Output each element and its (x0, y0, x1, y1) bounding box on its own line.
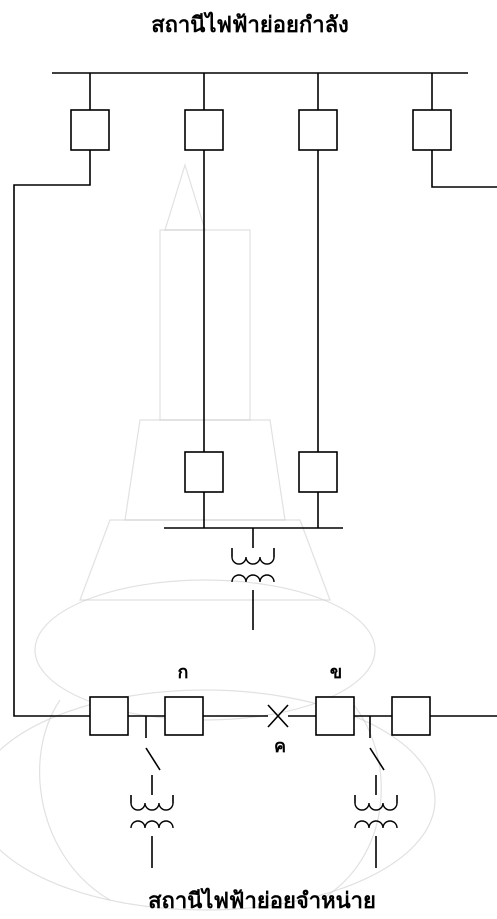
breaker-k (164, 696, 204, 736)
watermark-emblem (0, 162, 436, 911)
breaker-top-2 (184, 109, 224, 151)
breaker-top-1 (70, 109, 110, 151)
breaker-bottom-1 (89, 696, 129, 736)
feeder-4-line (431, 150, 497, 188)
switch-left (145, 747, 161, 771)
breaker-mid-2 (298, 451, 338, 493)
breaker-kh-label: ข (330, 662, 342, 683)
power-substation-title: สถานีไฟฟ้าย่อยกำลัง (151, 11, 349, 38)
breaker-mid-1 (184, 451, 224, 493)
transformer-middle (231, 528, 275, 630)
transformer-bottom-right (354, 716, 398, 868)
fault-point-marker (267, 704, 289, 728)
breaker-top-4 (412, 109, 452, 151)
breaker-top-3 (298, 109, 338, 151)
distribution-substation-title: สถานีไฟฟ้าย่อยจำหน่าย (148, 887, 376, 914)
transformer-bottom-left (130, 716, 174, 868)
switch-right (369, 747, 385, 771)
breaker-k-label: ก (178, 662, 189, 683)
breaker-bottom-4 (391, 696, 431, 736)
feeder-1-line (13, 150, 91, 717)
fault-point-label: ค (274, 736, 286, 757)
breaker-kh (315, 696, 355, 736)
